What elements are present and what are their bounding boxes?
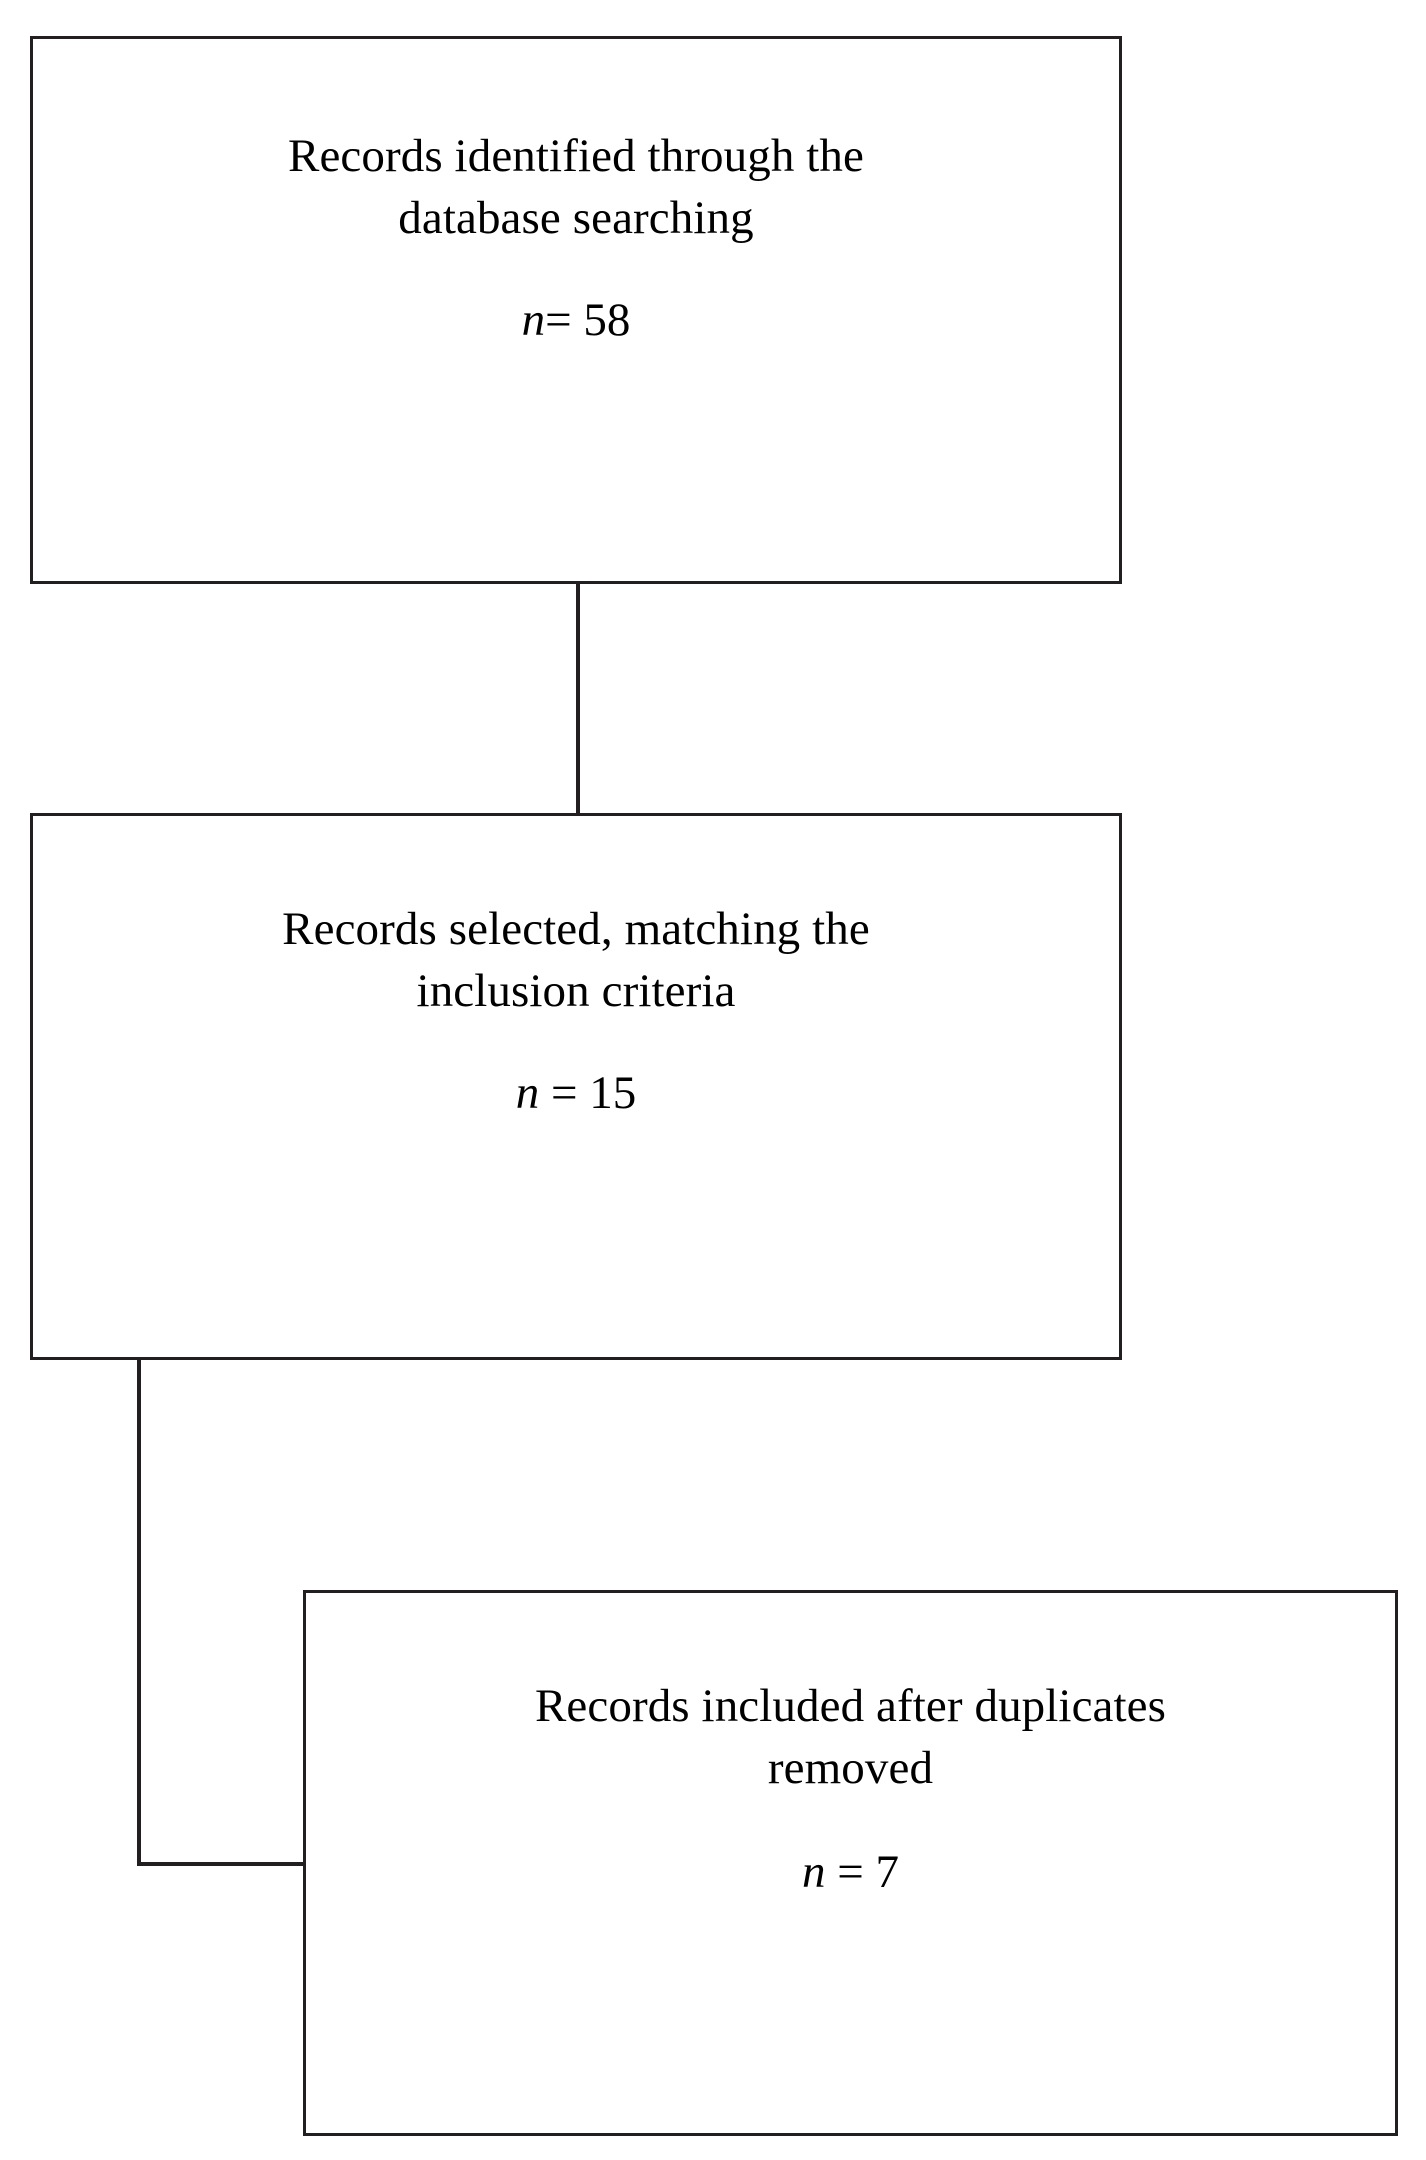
- n-symbol: n: [801, 1846, 826, 1899]
- n-value: = 58: [545, 294, 631, 347]
- connector-identified-to-selected-vertical: [576, 584, 580, 816]
- connector-selected-to-included-horizontal: [137, 1862, 306, 1866]
- flow-box-records-included: Records included after duplicates remove…: [303, 1590, 1398, 2136]
- flow-box-records-selected: Records selected, matching the inclusion…: [30, 813, 1122, 1360]
- n-symbol: n: [515, 1067, 540, 1120]
- flow-box-title: Records included after duplicates remove…: [534, 1680, 1167, 1795]
- flow-box-records-identified: Records identified through the database …: [30, 36, 1122, 584]
- flow-box-count: n = 7: [802, 1841, 899, 1903]
- flow-box-title: Records selected, matching the inclusion…: [282, 903, 870, 1018]
- n-value: = 7: [825, 1846, 899, 1899]
- flow-box-title: Records identified through the database …: [288, 130, 864, 245]
- flow-box-count: n= 58: [522, 289, 631, 351]
- flow-box-count: n = 15: [516, 1062, 637, 1124]
- n-symbol: n: [521, 294, 546, 347]
- n-value: = 15: [539, 1067, 637, 1120]
- connector-selected-to-included-vertical: [137, 1360, 141, 1866]
